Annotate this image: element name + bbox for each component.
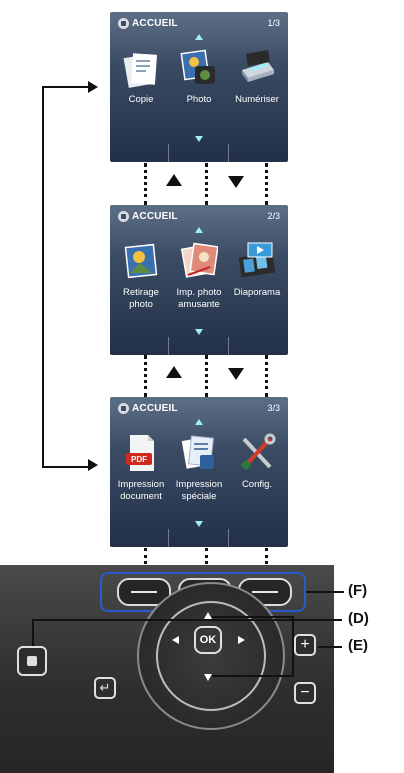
leader-line-e	[318, 646, 342, 648]
pdf-document-icon: PDF	[122, 433, 160, 473]
menu-item-impression-document[interactable]: PDF Impression document	[112, 433, 170, 503]
menu-item-imp-photo-amusante[interactable]: Imp. photo amusante	[170, 241, 228, 311]
scroll-down-icon	[195, 329, 203, 335]
home-icon	[27, 656, 37, 666]
screen-title: ACCUEIL	[132, 18, 178, 29]
plus-button[interactable]: +	[294, 634, 316, 656]
menu-item-retirage-photo[interactable]: Retirage photo	[112, 241, 170, 311]
dotted-connector	[144, 355, 150, 397]
arrow-head-to-page-3	[88, 459, 98, 471]
svg-text:PDF: PDF	[131, 455, 147, 464]
menu-item-diaporama[interactable]: Diaporama	[228, 241, 286, 299]
menu-item-label: Diaporama	[233, 287, 281, 298]
menu-item-config[interactable]: Config.	[228, 433, 286, 491]
column-dividers	[110, 525, 288, 547]
home-icon	[118, 403, 129, 414]
reprint-photo-icon	[122, 241, 160, 281]
menu-item-label: Impression spéciale	[175, 479, 223, 502]
home-icon	[118, 211, 129, 222]
callout-f: (F)	[348, 582, 368, 599]
callout-e: (E)	[348, 637, 368, 654]
menu-item-label: Photo	[186, 94, 212, 105]
fun-photo-print-icon	[180, 241, 219, 281]
dotted-connector	[144, 548, 150, 576]
scroll-up-icon	[195, 419, 203, 425]
up-button-icon[interactable]	[204, 612, 212, 619]
down-arrow-icon	[228, 176, 244, 188]
leader-line-e-bottom	[212, 675, 292, 677]
screen-header: ACCUEIL 2/3	[110, 205, 288, 227]
down-button-icon[interactable]	[204, 674, 212, 681]
page-indicator: 2/3	[267, 211, 280, 221]
menu-item-impression-speciale[interactable]: Impression spéciale	[170, 433, 228, 503]
page-indicator: 3/3	[267, 403, 280, 413]
menu-item-label: Imp. photo amusante	[176, 287, 222, 310]
dotted-connector	[265, 163, 271, 205]
page-indicator: 1/3	[267, 18, 280, 28]
leader-line-d-horizontal	[32, 619, 342, 621]
column-dividers	[110, 140, 288, 162]
menu-item-label: Copie	[128, 94, 154, 105]
column-dividers	[110, 333, 288, 355]
back-button[interactable]: ↵	[94, 677, 116, 699]
home-screen-page-2: ACCUEIL 2/3 Retirage photo Imp. photo am…	[110, 205, 288, 355]
leader-line-f	[306, 591, 344, 593]
menu-item-label: Numériser	[235, 94, 279, 105]
up-arrow-icon	[166, 174, 182, 186]
leader-line-e-top	[212, 616, 292, 618]
dotted-connector	[144, 163, 150, 205]
leader-line-d-vertical	[32, 619, 34, 646]
dotted-connector	[205, 548, 211, 576]
menu-item-numeriser[interactable]: Numériser	[228, 48, 286, 106]
scroll-up-icon	[195, 227, 203, 233]
screen-title: ACCUEIL	[132, 211, 178, 222]
menu-item-photo[interactable]: Photo	[170, 48, 228, 106]
right-button-icon[interactable]	[238, 636, 245, 644]
dotted-connector	[265, 355, 271, 397]
scroll-wheel-inner-ring	[156, 601, 266, 711]
home-icon	[118, 18, 129, 29]
menu-item-copie[interactable]: Copie	[112, 48, 170, 106]
menu-item-label: Config.	[241, 479, 273, 490]
slideshow-icon	[238, 241, 276, 281]
scroll-up-icon	[195, 34, 203, 40]
home-button[interactable]	[17, 646, 47, 676]
ok-button[interactable]: OK	[194, 626, 222, 654]
dotted-connector	[205, 355, 211, 397]
home-screen-page-1: ACCUEIL 1/3 Copie Photo	[110, 12, 288, 162]
wrap-around-connector	[42, 86, 90, 468]
screen-header: ACCUEIL 1/3	[110, 12, 288, 34]
minus-button[interactable]: −	[294, 682, 316, 704]
dotted-connector	[265, 548, 271, 576]
menu-item-label: Impression document	[117, 479, 165, 502]
settings-tools-icon	[238, 433, 276, 473]
menu-item-label: Retirage photo	[123, 287, 159, 310]
screen-title: ACCUEIL	[132, 403, 178, 414]
left-button-icon[interactable]	[172, 636, 179, 644]
home-screen-page-3: ACCUEIL 3/3 PDF Impression document Impr…	[110, 397, 288, 547]
down-arrow-icon	[228, 368, 244, 380]
screen-header: ACCUEIL 3/3	[110, 397, 288, 419]
scan-icon	[238, 48, 276, 88]
scroll-down-icon	[195, 521, 203, 527]
dotted-connector	[205, 163, 211, 205]
scroll-down-icon	[195, 136, 203, 142]
photo-icon	[180, 48, 218, 88]
copy-icon	[122, 48, 160, 88]
special-print-icon	[180, 433, 218, 473]
up-arrow-icon	[166, 366, 182, 378]
callout-d: (D)	[348, 610, 369, 627]
arrow-head-to-page-1	[88, 81, 98, 93]
leader-line-e-bracket	[292, 616, 294, 677]
